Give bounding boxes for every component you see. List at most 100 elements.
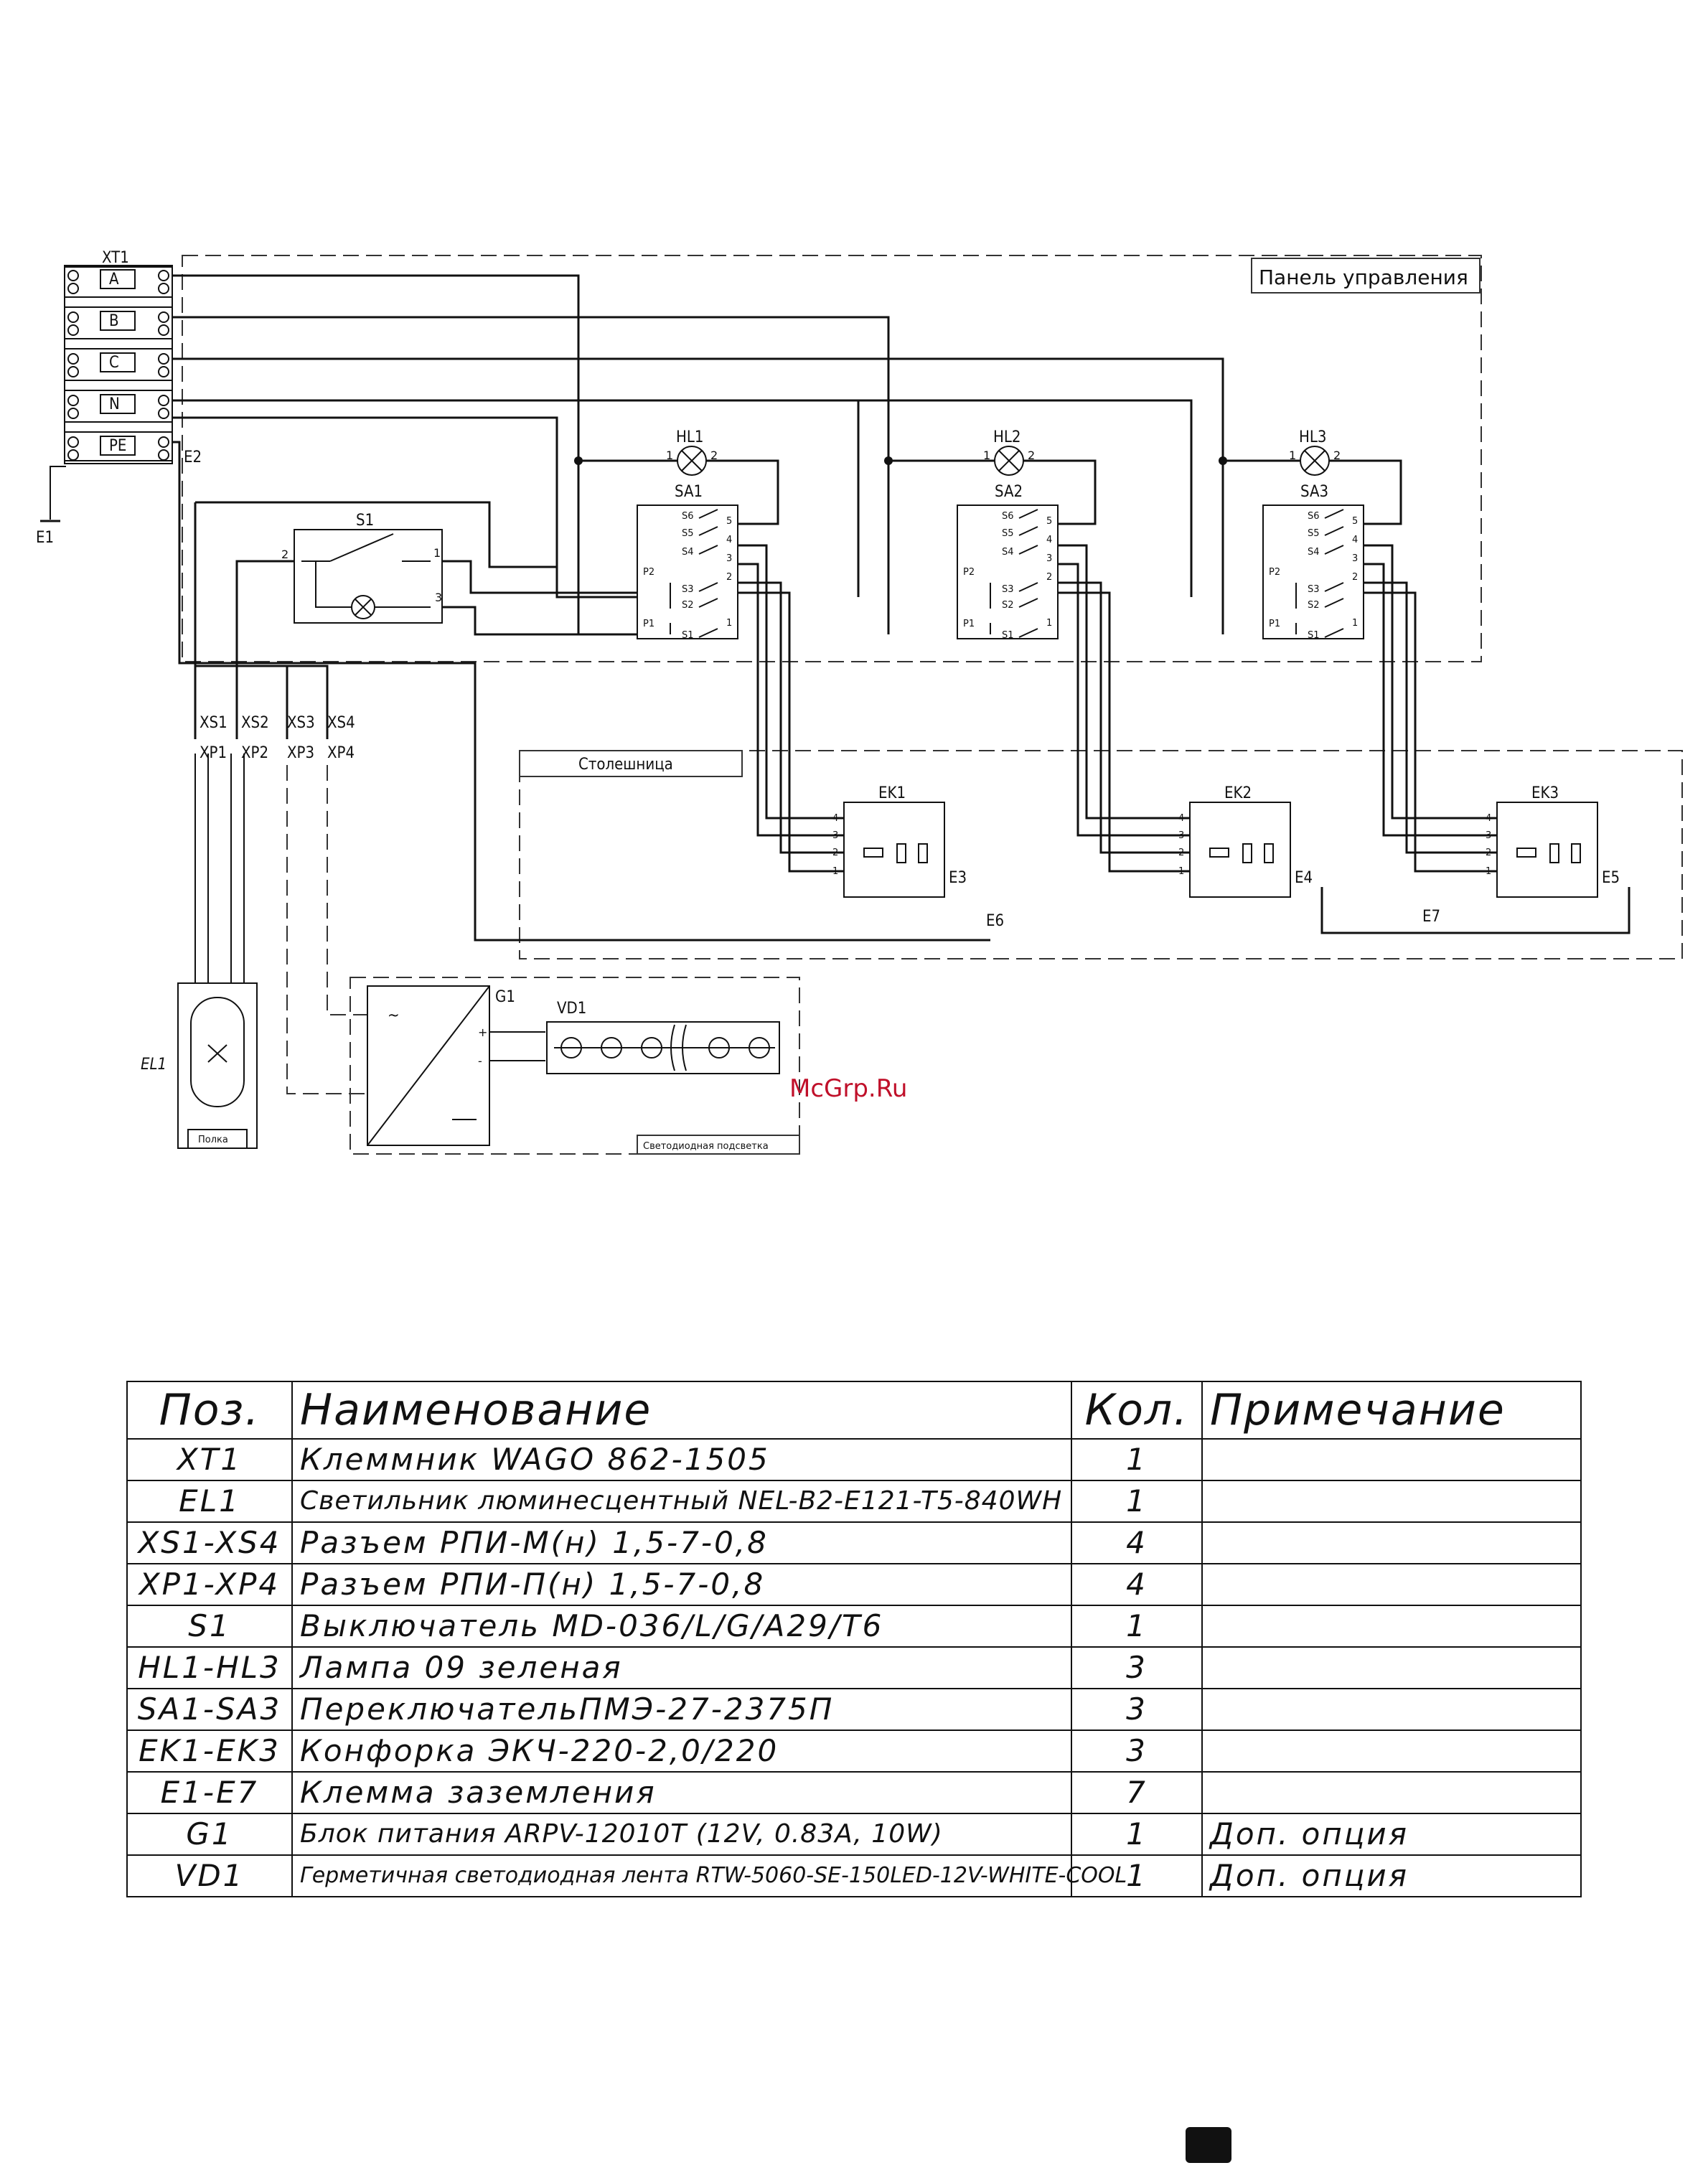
led-label: Светодиодная подсветка — [643, 1141, 769, 1152]
svg-text:3: 3 — [435, 591, 442, 604]
spec-quantity: 1 — [1071, 1438, 1203, 1481]
svg-text:1: 1 — [1289, 449, 1296, 462]
svg-text:5: 5 — [726, 516, 732, 527]
svg-text:P1: P1 — [963, 619, 975, 629]
spec-name: Клеммник WAGO 862-1505 — [291, 1438, 1072, 1481]
svg-text:S2: S2 — [1308, 600, 1320, 611]
connector-wires — [194, 502, 367, 1094]
svg-text:S4: S4 — [1002, 547, 1014, 558]
svg-text:4: 4 — [832, 813, 838, 824]
svg-text:S1: S1 — [356, 512, 374, 530]
spec-position: EK1-EK3 — [126, 1730, 293, 1773]
svg-text:2: 2 — [1028, 449, 1035, 462]
svg-text:1: 1 — [726, 618, 732, 629]
svg-text:2: 2 — [1352, 572, 1358, 583]
svg-text:HL2: HL2 — [993, 428, 1021, 446]
spec-name: Блок питания ARPV-12010T (12V, 0.83A, 10… — [291, 1813, 1072, 1856]
svg-text:P1: P1 — [643, 619, 654, 629]
spec-name: Разъем РПИ-П(н) 1,5-7-0,8 — [291, 1563, 1072, 1606]
svg-text:SA1: SA1 — [675, 483, 703, 501]
svg-text:S1: S1 — [1002, 630, 1014, 641]
psu-g1: ~ G1 + - — [367, 985, 545, 1146]
svg-text:XP1: XP1 — [200, 744, 227, 762]
spec-note — [1201, 1521, 1582, 1564]
spec-position: XP1-XP4 — [126, 1563, 293, 1606]
spec-quantity: 3 — [1071, 1688, 1203, 1731]
led-label-box — [637, 1135, 800, 1155]
spec-note — [1201, 1688, 1582, 1731]
header-note: Примечание — [1201, 1381, 1582, 1440]
svg-text:4: 4 — [1178, 813, 1184, 824]
spec-name: Клемма заземления — [291, 1771, 1072, 1814]
spec-name: Конфорка ЭКЧ-220-2,0/220 — [291, 1730, 1072, 1773]
page-number-marker — [1186, 2127, 1231, 2163]
spec-position: S1 — [126, 1605, 293, 1648]
svg-text:~: ~ — [388, 1007, 400, 1025]
svg-text:P2: P2 — [963, 567, 975, 578]
svg-text:1: 1 — [433, 546, 441, 560]
terminal-label: A — [109, 271, 119, 288]
svg-text:+: + — [478, 1026, 487, 1039]
terminal-label: B — [109, 312, 119, 330]
svg-text:E3: E3 — [949, 869, 967, 887]
luminaire-el1: Полка EL1 — [141, 982, 258, 1149]
spec-position: VD1 — [126, 1854, 293, 1897]
svg-text:S4: S4 — [682, 547, 694, 558]
spec-position: G1 — [126, 1813, 293, 1856]
spec-note — [1201, 1438, 1582, 1481]
svg-text:4: 4 — [726, 535, 732, 545]
svg-text:P2: P2 — [1269, 567, 1280, 578]
svg-text:S1: S1 — [1308, 630, 1320, 641]
svg-text:S6: S6 — [1002, 511, 1014, 522]
spec-name: Выключатель MD-036/L/G/A29/T6 — [291, 1605, 1072, 1648]
svg-text:2: 2 — [1333, 449, 1341, 462]
svg-text:XS2: XS2 — [241, 714, 269, 732]
svg-text:2: 2 — [1046, 572, 1052, 583]
svg-text:2: 2 — [1486, 848, 1491, 858]
svg-text:3: 3 — [1486, 830, 1491, 841]
led-strip-vd1: VD1 — [546, 1000, 780, 1074]
svg-text:SA3: SA3 — [1300, 483, 1328, 501]
terminal-a: A — [64, 265, 173, 298]
svg-text:EL1: EL1 — [141, 1056, 166, 1074]
svg-text:S3: S3 — [682, 584, 694, 595]
spec-quantity: 3 — [1071, 1730, 1203, 1773]
svg-text:3: 3 — [1178, 830, 1184, 841]
svg-text:P2: P2 — [643, 567, 654, 578]
svg-text:XP3: XP3 — [287, 744, 314, 762]
svg-text:HL3: HL3 — [1299, 428, 1327, 446]
svg-text:EK1: EK1 — [878, 784, 906, 802]
svg-text:3: 3 — [1352, 553, 1358, 564]
ground-e1-label: E1 — [36, 529, 54, 547]
spec-note — [1201, 1480, 1582, 1523]
spec-note — [1201, 1771, 1582, 1814]
svg-text:P1: P1 — [1269, 619, 1280, 629]
watermark: McGrp.Ru — [789, 1074, 907, 1103]
svg-text:S5: S5 — [1308, 528, 1320, 539]
svg-text:Полка: Полка — [198, 1135, 228, 1145]
svg-text:XT1: XT1 — [102, 249, 129, 267]
svg-text:S2: S2 — [682, 600, 694, 611]
svg-text:3: 3 — [1046, 553, 1052, 564]
svg-text:S5: S5 — [1002, 528, 1014, 539]
spec-name: Лампа 09 зеленая — [291, 1646, 1072, 1689]
svg-text:S3: S3 — [1308, 584, 1320, 595]
terminal-b: B — [64, 306, 173, 339]
spec-position: E1-E7 — [126, 1771, 293, 1814]
